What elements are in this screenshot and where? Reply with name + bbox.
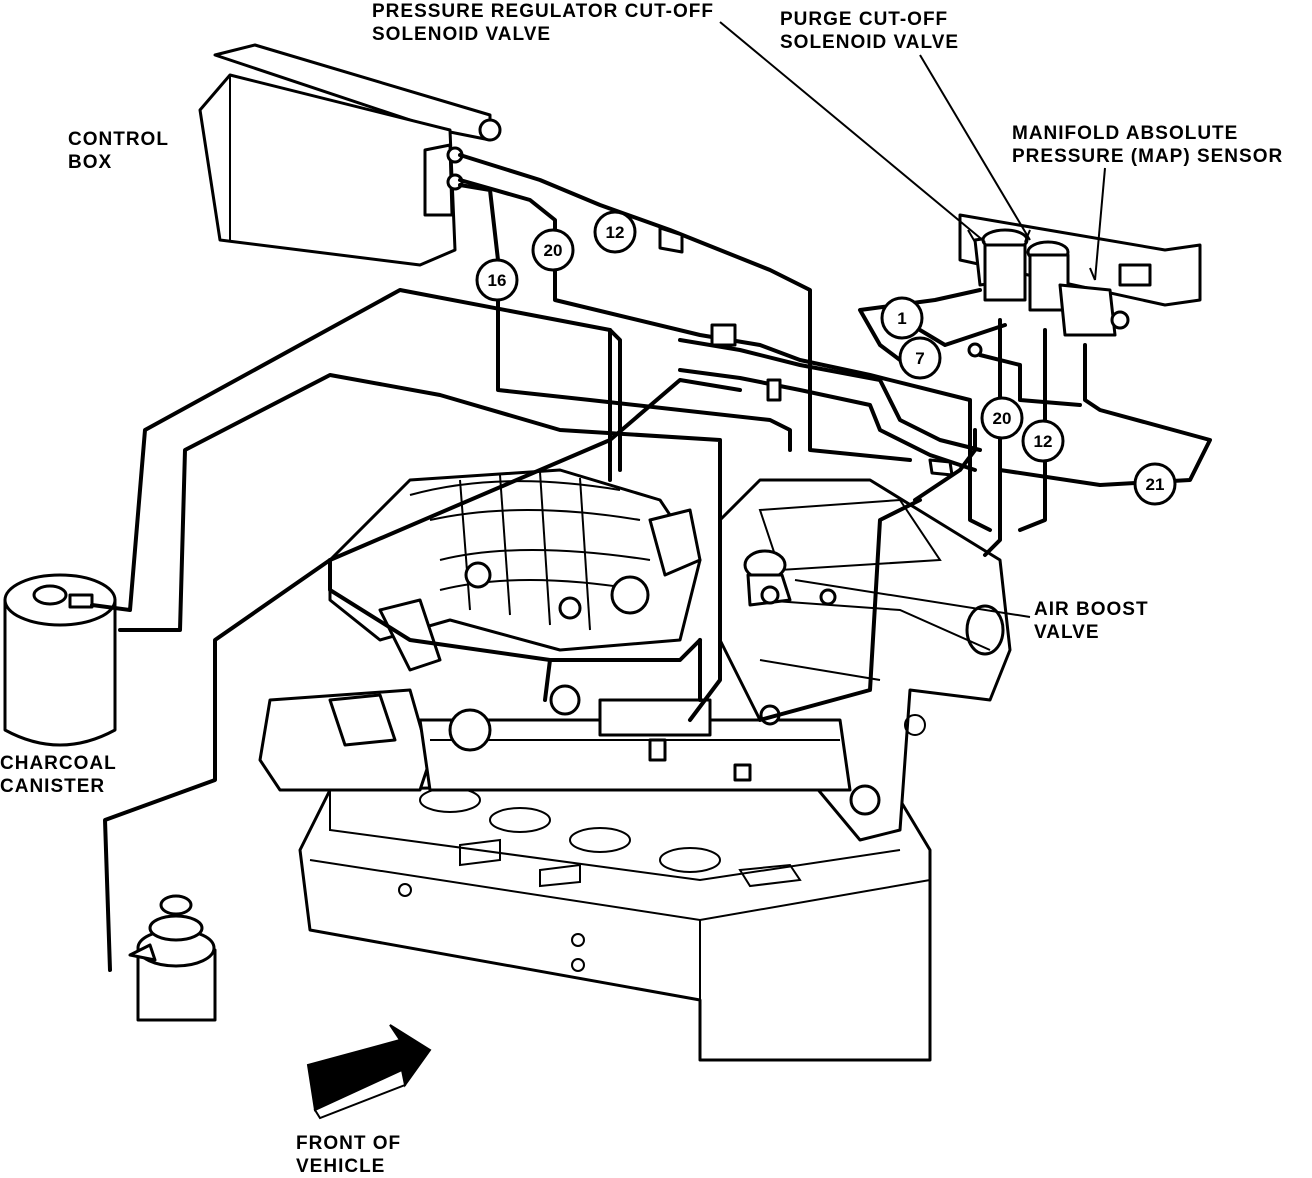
lower-filter (128, 894, 217, 1022)
pressure-regulator-line1: PRESSURE REGULATOR CUT-OFF (372, 1, 714, 22)
callout-16-label: 16 (488, 271, 507, 290)
callout-1: 1 (880, 296, 924, 340)
callout-20-top-label: 20 (544, 241, 563, 260)
callout-21: 21 (1133, 462, 1177, 506)
callout-12-right: 12 (1021, 419, 1065, 463)
callout-12-top-label: 12 (606, 223, 625, 242)
front-line2: VEHICLE (296, 1156, 386, 1177)
control-box-line2: BOX (68, 152, 113, 173)
solenoid-bracket (958, 213, 1202, 358)
map-sensor-line1: MANIFOLD ABSOLUTE (1012, 123, 1239, 144)
purge-cutoff-line1: PURGE CUT-OFF (780, 9, 949, 30)
air-boost-label: AIR BOOST VALVE (1034, 598, 1149, 644)
callout-20-right: 20 (980, 396, 1024, 440)
cylinder-head-front (258, 684, 881, 816)
pressure-regulator-label: PRESSURE REGULATOR CUT-OFF SOLENOID VALV… (372, 0, 714, 46)
charcoal-line2: CANISTER (0, 776, 106, 797)
engine-block (298, 778, 932, 1062)
callout-20-top: 20 (531, 228, 575, 272)
charcoal-line1: CHARCOAL (0, 753, 117, 774)
map-sensor-label: MANIFOLD ABSOLUTE PRESSURE (MAP) SENSOR (1012, 122, 1283, 168)
callout-16: 16 (475, 258, 519, 302)
map-sensor-line2: PRESSURE (MAP) SENSOR (1012, 146, 1284, 167)
vacuum-hoses (90, 153, 1212, 972)
front-arrow-icon (306, 1024, 432, 1120)
callout-7-label: 7 (915, 349, 924, 368)
throttle-body (328, 468, 702, 672)
purge-cutoff-line2: SOLENOID VALVE (780, 32, 960, 53)
front-of-vehicle-label: FRONT OF VEHICLE (296, 1132, 401, 1178)
air-boost-line2: VALVE (1034, 622, 1100, 643)
control-box-label: CONTROL BOX (68, 128, 169, 174)
control-box (198, 43, 502, 267)
control-box-line1: CONTROL (68, 129, 169, 150)
callout-20-right-label: 20 (993, 409, 1012, 428)
pressure-regulator-line2: SOLENOID VALVE (372, 24, 552, 45)
front-line1: FRONT OF (296, 1133, 402, 1154)
callout-7: 7 (898, 336, 942, 380)
callout-1-label: 1 (897, 309, 906, 328)
callout-21-label: 21 (1146, 475, 1165, 494)
purge-cutoff-label: PURGE CUT-OFF SOLENOID VALVE (780, 8, 959, 54)
charcoal-canister (3, 573, 117, 747)
leader-lines (719, 21, 1106, 618)
callout-12-right-label: 12 (1034, 432, 1053, 451)
callout-12-top: 12 (593, 210, 637, 254)
air-boost-line1: AIR BOOST (1034, 599, 1149, 620)
charcoal-canister-label: CHARCOAL CANISTER (0, 752, 117, 798)
air-boost-valve (743, 549, 837, 607)
